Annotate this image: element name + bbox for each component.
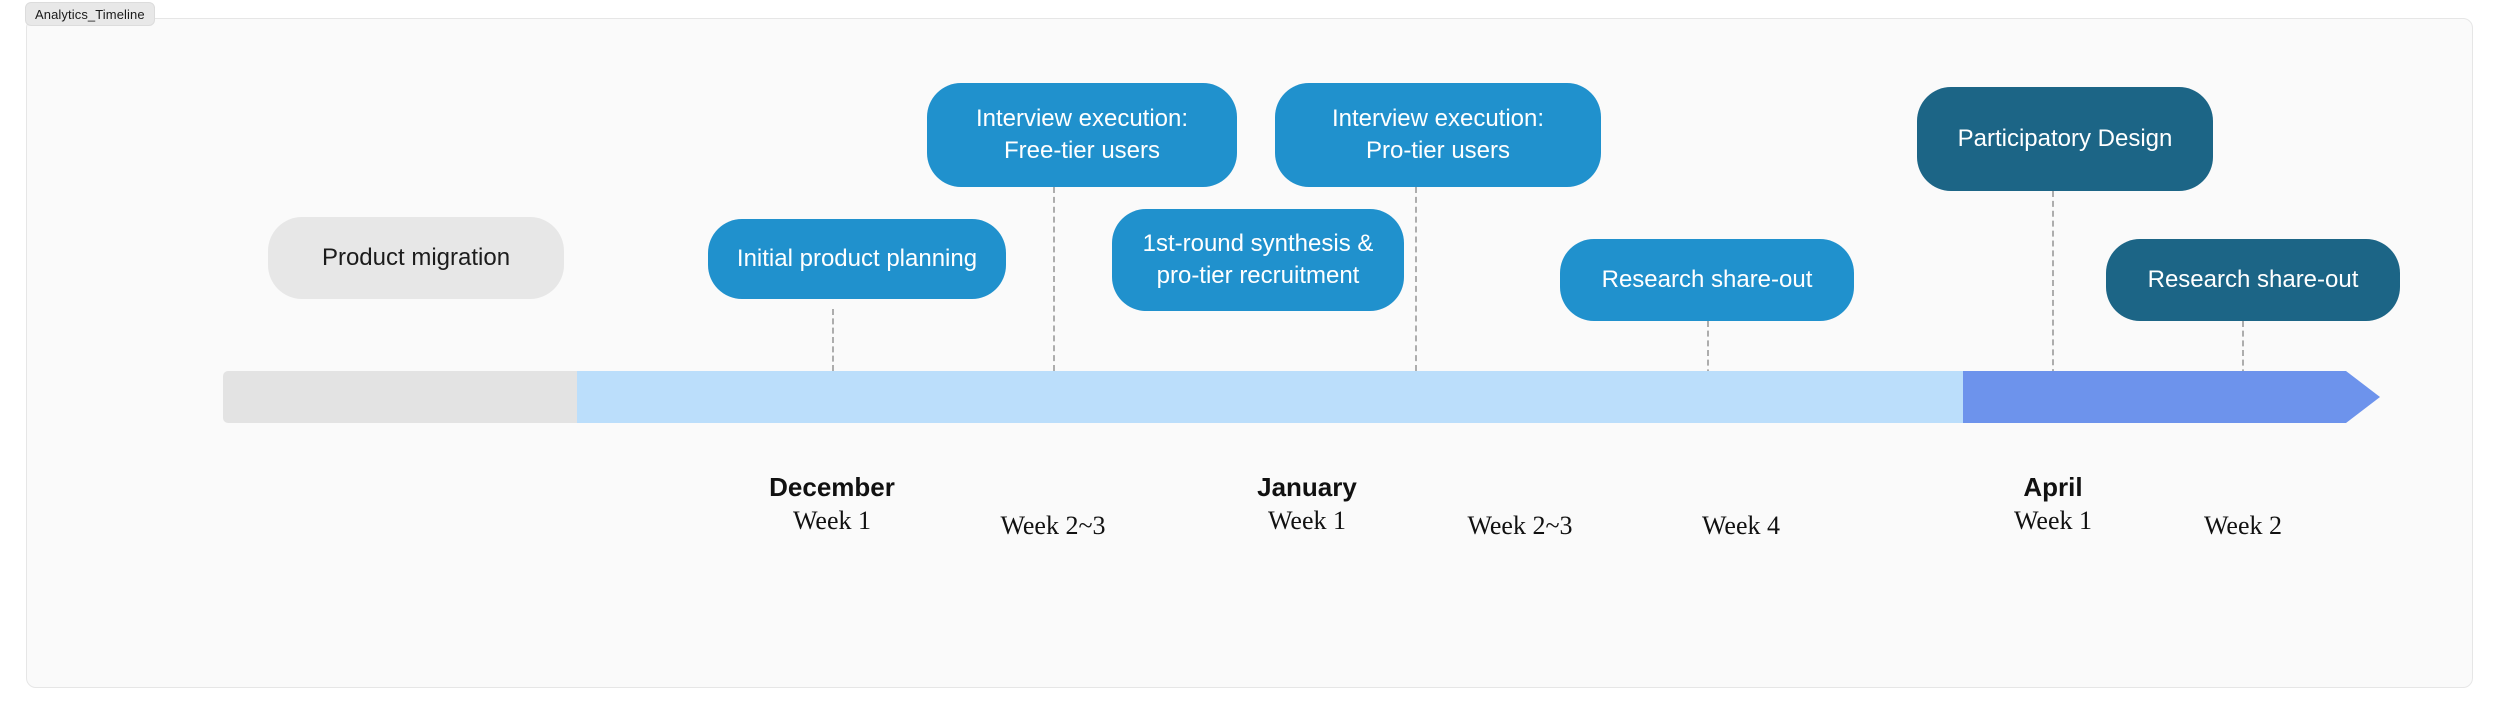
- milestone-label: Research share-out: [1601, 266, 1813, 294]
- milestone-pill-product-migration[interactable]: Product migration: [268, 217, 564, 299]
- milestone-label: 1st-round synthesis & pro-tier recruitme…: [1142, 230, 1374, 289]
- timeline-stage: Product migration Initial product planni…: [27, 19, 2474, 689]
- milestone-pill-initial-product-planning[interactable]: Initial product planning: [708, 219, 1006, 299]
- bar-segment-research-phase: [577, 371, 1963, 423]
- axis-label-december-week-1: December Week 1: [712, 471, 952, 537]
- milestone-label: Interview execution: Pro-tier users: [1331, 105, 1545, 164]
- milestone-pill-research-share-out-january[interactable]: Research share-out: [1560, 239, 1854, 321]
- axis-week-label: Week 1: [1267, 505, 1347, 535]
- connector-line-interview-pro-tier: [1415, 187, 1417, 371]
- axis-week-label: Week 2~3: [1467, 511, 1573, 540]
- connector-line-research-share-out-january: [1707, 321, 1709, 385]
- timeline-canvas-panel: Product migration Initial product planni…: [26, 18, 2473, 688]
- tab-analytics-timeline[interactable]: Analytics_Timeline: [25, 2, 155, 26]
- milestone-pill-first-round-synthesis[interactable]: 1st-round synthesis & pro-tier recruitme…: [1112, 209, 1404, 311]
- connector-line-initial-product-planning: [832, 309, 834, 371]
- milestone-label: Product migration: [321, 244, 511, 272]
- milestone-pill-interview-execution-pro-tier[interactable]: Interview execution: Pro-tier users: [1275, 83, 1601, 187]
- milestone-label: Research share-out: [2147, 266, 2359, 294]
- connector-line-research-share-out-april: [2242, 321, 2244, 385]
- connector-line-interview-free-tier: [1053, 187, 1055, 371]
- milestone-label: Interview execution: Free-tier users: [975, 105, 1189, 164]
- milestone-pill-interview-execution-free-tier[interactable]: Interview execution: Free-tier users: [927, 83, 1237, 187]
- axis-label-december-week-2-3: Week 2~3: [933, 509, 1173, 543]
- milestone-label: Participatory Design: [1957, 125, 2173, 153]
- axis-label-january-week-2-3: Week 2~3: [1400, 509, 1640, 543]
- axis-week-label: Week 1: [2013, 505, 2093, 535]
- axis-label-january-week-4: Week 4: [1621, 509, 1861, 543]
- axis-week-label: Week 1: [792, 505, 872, 535]
- timeline-bar: [223, 371, 2380, 423]
- axis-week-label: Week 4: [1701, 511, 1781, 540]
- axis-label-april-week-2: Week 2: [2123, 509, 2363, 543]
- axis-label-january-week-1: January Week 1: [1187, 471, 1427, 537]
- connector-line-participatory-design: [2052, 191, 2054, 385]
- axis-month-label: December: [769, 472, 895, 502]
- axis-month-label: January: [1257, 472, 1357, 502]
- axis-label-april-week-1: April Week 1: [1933, 471, 2173, 537]
- axis-month-label: April: [2023, 472, 2083, 502]
- milestone-pill-research-share-out-april[interactable]: Research share-out: [2106, 239, 2400, 321]
- axis-week-label: Week 2~3: [1000, 511, 1106, 540]
- tab-label: Analytics_Timeline: [35, 6, 145, 22]
- milestone-pill-participatory-design[interactable]: Participatory Design: [1917, 87, 2213, 191]
- milestone-label: Initial product planning: [736, 245, 978, 273]
- bar-segment-design-phase: [1963, 371, 2346, 423]
- axis-week-label: Week 2: [2203, 511, 2283, 540]
- bar-segment-pre-project: [223, 371, 577, 423]
- bar-arrow-head: [2346, 371, 2380, 423]
